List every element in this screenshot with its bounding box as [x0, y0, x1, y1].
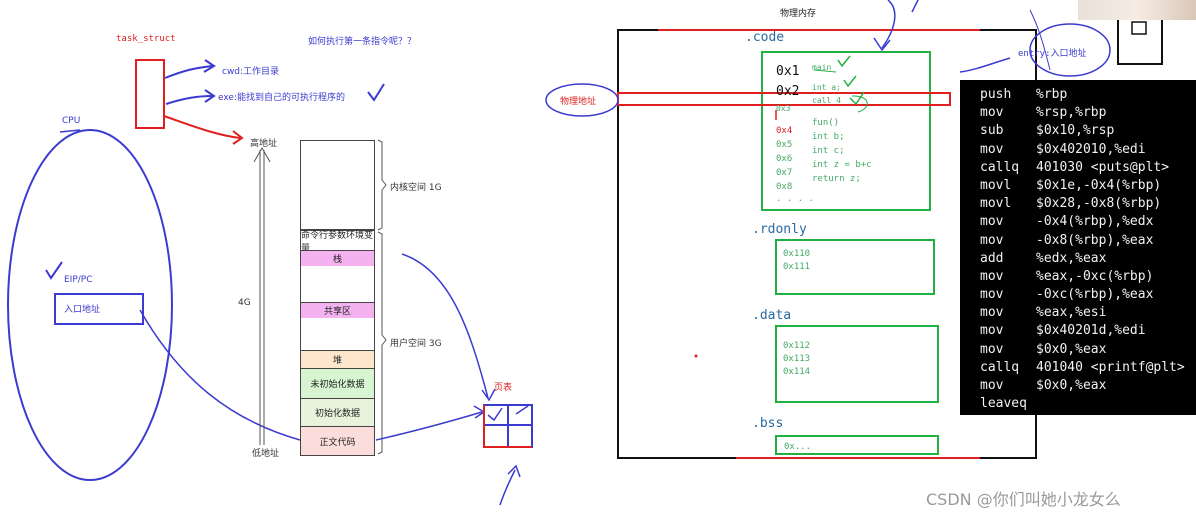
- segment-data: 初始化数据: [300, 398, 375, 426]
- bss-box: [775, 435, 939, 455]
- asm-row: mov$0x40201d,%edi: [980, 323, 1146, 339]
- physical-address-circle: [545, 83, 619, 117]
- data-segment-label: .data: [752, 308, 792, 323]
- high-addr-label: 高地址: [250, 139, 278, 149]
- asm-row: sub$0x10,%rsp: [980, 123, 1115, 139]
- data-box: [775, 325, 939, 403]
- segment-shared: 共享区: [300, 302, 375, 318]
- segment-stack: 栈: [300, 250, 375, 266]
- asm-row: mov-0x8(%rbp),%eax: [980, 232, 1154, 248]
- entry-ellipse: [1029, 23, 1111, 77]
- low-addr-label: 低地址: [252, 449, 280, 459]
- cwd-label: cwd:工作目录: [222, 67, 280, 77]
- list-item: 0x110: [783, 249, 811, 259]
- left-annotations: [7, 59, 533, 506]
- watermark: CSDN @你们叫她小龙女么: [926, 490, 1121, 509]
- code-row: 0x1 main: [776, 63, 832, 79]
- question-label: 如何执行第一条指令呢？？: [308, 37, 417, 47]
- segment-cmdline-env: 命令行参数环境变量: [300, 230, 375, 254]
- segment-bss: 未初始化数据: [300, 368, 375, 398]
- physical-memory-title: 物理内存: [780, 9, 817, 19]
- rdonly-addresses: 0x110 0x111: [783, 248, 810, 274]
- asm-row: mov%rsp,%rbp: [980, 105, 1107, 121]
- code-box: [761, 51, 931, 211]
- entry-label: entry:入口地址: [1018, 49, 1087, 59]
- rdonly-box: [775, 239, 935, 295]
- code-row: 0x3 call 4: [776, 96, 841, 113]
- eip-label: EIP/PC: [64, 275, 93, 285]
- exe-arrow: [165, 95, 213, 105]
- task-struct-label: task_struct: [116, 34, 176, 44]
- list-item: 0x111: [783, 262, 811, 272]
- segment-text: 正文代码: [300, 426, 375, 456]
- assembly-panel: push%rbp mov%rsp,%rbp sub$0x10,%rsp mov$…: [960, 80, 1196, 415]
- code-row: 0x8 return z;: [776, 174, 861, 192]
- user-space-label: 用户空间 3G: [390, 339, 442, 349]
- physical-address-label: 物理地址: [560, 97, 597, 107]
- code-segment-label: .code: [745, 30, 785, 45]
- size-4g-label: 4G: [238, 298, 251, 308]
- list-item: 0x113: [783, 354, 811, 364]
- segment-gap-1: [300, 266, 375, 302]
- bss-address: 0x...: [784, 442, 812, 452]
- asm-row: mov%eax,%esi: [980, 305, 1107, 321]
- stack-to-page-table: [401, 253, 489, 399]
- bss-segment-label: .bss: [752, 416, 784, 431]
- asm-row: movl$0x28,-0x8(%rbp): [980, 196, 1162, 212]
- code-row: 0x2 int a;: [776, 83, 841, 99]
- code-row: 0x4 fun(): [776, 118, 840, 136]
- asm-row: mov-0x4(%rbp),%edx: [980, 214, 1154, 230]
- entry-address-text: 入口地址: [64, 305, 101, 315]
- asm-row: movl$0x1e,-0x4(%rbp): [980, 177, 1162, 193]
- asm-row: mov%eax,-0xc(%rbp): [980, 268, 1154, 284]
- task-struct-red-arrow: [163, 115, 241, 139]
- text-to-page-table: [375, 411, 483, 441]
- asm-row: mov$0x402010,%edi: [980, 141, 1146, 157]
- asm-row: leaveq: [980, 396, 1027, 412]
- task-struct-box: [135, 59, 165, 129]
- data-addresses: 0x112 0x113 0x114: [783, 340, 810, 379]
- code-row: . . . .: [776, 194, 814, 204]
- asm-row: push%rbp: [980, 87, 1068, 102]
- entry-address-box: [54, 293, 144, 325]
- list-item: 0x114: [783, 367, 811, 377]
- presenter-thumbnail: [1078, 0, 1196, 20]
- cwd-arrow: [164, 65, 213, 79]
- kernel-space-block: [300, 140, 375, 230]
- segment-gap-2: [300, 318, 375, 350]
- code-row: 0x6 int c;: [776, 146, 845, 164]
- page-table-label: 页表: [494, 383, 513, 393]
- code-row: 0x7 int z = b+c: [776, 160, 872, 178]
- rdonly-segment-label: .rdonly: [752, 222, 807, 237]
- code-row: 0x5 int b;: [776, 132, 845, 150]
- asm-row: mov-0xc(%rbp),%eax: [980, 287, 1154, 303]
- segment-heap: 堆: [300, 350, 375, 368]
- kernel-space-label: 内核空间 1G: [390, 183, 442, 193]
- asm-row: add%edx,%eax: [980, 250, 1107, 266]
- list-item: 0x112: [783, 341, 811, 351]
- exe-label: exe:能找到自己的可执行程序的: [218, 93, 345, 103]
- cpu-label: CPU: [62, 116, 81, 126]
- asm-row: mov$0x0,%eax: [980, 341, 1107, 357]
- cpu-ellipse: [7, 129, 173, 481]
- entry-to-text-arrow: [139, 309, 301, 441]
- asm-row: mov$0x0,%eax: [980, 378, 1107, 393]
